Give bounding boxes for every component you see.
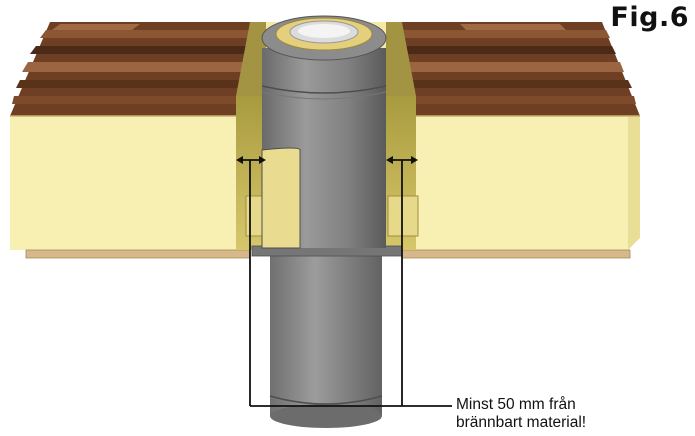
right-particle-board <box>402 250 630 258</box>
clearance-note: Minst 50 mm från brännbart material! <box>456 396 586 432</box>
right-inner-insulation <box>387 195 419 237</box>
left-insulation <box>10 116 250 250</box>
right-insulation <box>402 116 628 250</box>
figure-label: Fig.6 <box>610 2 689 33</box>
clearance-note-line-1: Minst 50 mm från <box>456 396 576 413</box>
clearance-note-line-2: brännbart material! <box>456 414 587 431</box>
left-particle-board <box>26 250 250 258</box>
pipe-cutaway <box>261 147 301 249</box>
dimension-marker-left <box>236 156 266 164</box>
lower-pipe <box>270 246 382 416</box>
clearance-bracket <box>249 160 452 407</box>
chimney-pipe <box>251 15 403 428</box>
left-floor-block <box>10 22 251 259</box>
right-floor-block <box>401 22 640 259</box>
